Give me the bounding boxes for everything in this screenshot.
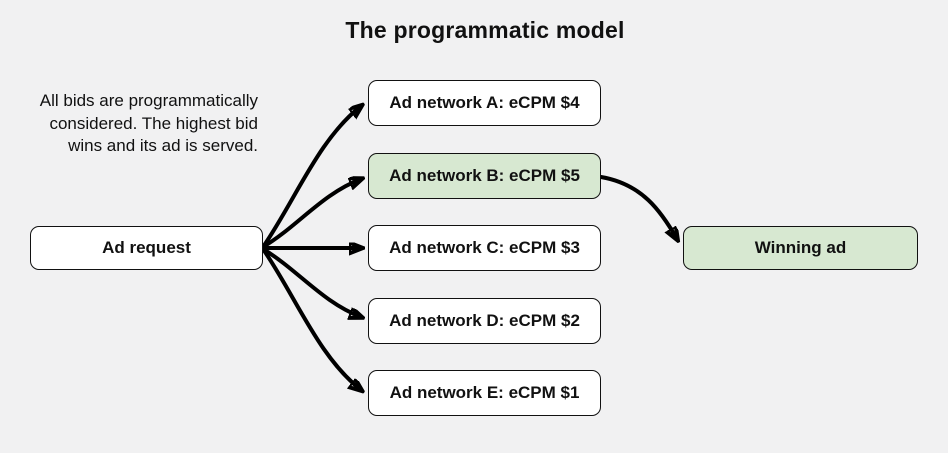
node-ad-request: Ad request bbox=[30, 226, 263, 270]
node-label: Ad request bbox=[102, 238, 191, 257]
node-label: Ad network E: eCPM $1 bbox=[389, 383, 580, 402]
arrow-request-to-network-d bbox=[261, 247, 361, 317]
arrow-network-b-to-winning-ad bbox=[599, 175, 677, 239]
arrow-request-to-network-b bbox=[261, 179, 361, 249]
node-ad-network-e: Ad network E: eCPM $1 bbox=[368, 370, 601, 416]
diagram-title: The programmatic model bbox=[345, 17, 625, 43]
node-ad-network-d: Ad network D: eCPM $2 bbox=[368, 298, 601, 344]
description-line: considered. The highest bid bbox=[49, 113, 258, 133]
node-label: Ad network B: eCPM $5 bbox=[389, 166, 580, 185]
arrow-request-to-network-a bbox=[261, 106, 361, 249]
description-line: All bids are programmatically bbox=[39, 91, 258, 110]
node-label: Winning ad bbox=[754, 238, 847, 257]
arrow-request-to-network-e bbox=[261, 247, 361, 390]
description-line: wins and its ad is served. bbox=[68, 136, 258, 155]
node-label: Ad network C: eCPM $3 bbox=[389, 238, 580, 257]
node-ad-network-c: Ad network C: eCPM $3 bbox=[368, 225, 601, 271]
node-label: Ad network D: eCPM $2 bbox=[389, 311, 580, 330]
description-text: All bids are programmatically considered… bbox=[0, 90, 258, 158]
node-ad-network-b: Ad network B: eCPM $5 bbox=[368, 153, 601, 199]
node-winning-ad: Winning ad bbox=[683, 226, 918, 270]
node-ad-network-a: Ad network A: eCPM $4 bbox=[368, 80, 601, 126]
node-label: Ad network A: eCPM $4 bbox=[389, 93, 580, 112]
